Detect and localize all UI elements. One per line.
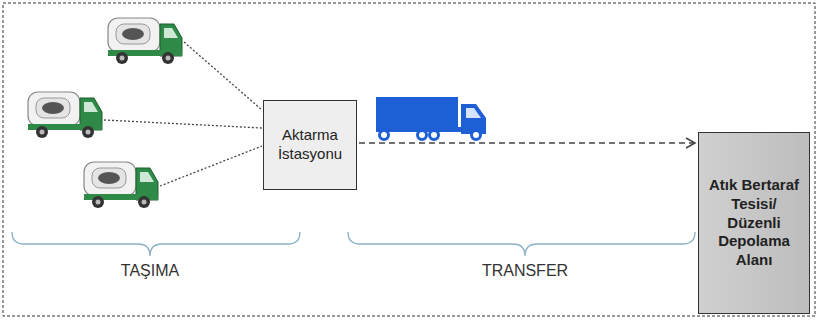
section-label: TRANSFER	[482, 262, 568, 280]
section-label: TAŞIMA	[121, 262, 179, 280]
bracket	[12, 232, 695, 256]
node-text: Atık Bertaraf Tesisi/ Düzenli Depolama A…	[704, 176, 804, 270]
garbage-truck	[108, 18, 182, 64]
garbage-truck	[28, 92, 102, 138]
transfer-truck	[376, 97, 486, 140]
transfer-arrow	[359, 142, 695, 144]
station-box: Aktarma İstasyonu	[263, 100, 357, 190]
garbage-truck	[84, 162, 158, 208]
disposal-box: Atık Bertaraf Tesisi/ Düzenli Depolama A…	[698, 132, 810, 314]
node-text: Aktarma İstasyonu	[269, 126, 351, 164]
